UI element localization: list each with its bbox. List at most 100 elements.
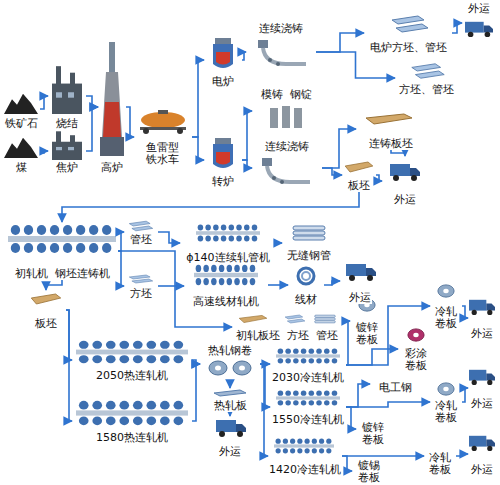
process-node: 焦炉 [48, 128, 86, 174]
node-label: 方坯 [129, 287, 153, 300]
process-node: 1580热连轧机 [72, 398, 192, 444]
node-label: 电炉方坯、管坯 [369, 41, 448, 54]
flow-arrow [158, 285, 184, 287]
flow-arrow [126, 107, 134, 137]
node-label: 电工钢 [378, 381, 413, 394]
flow-arrow [342, 456, 352, 471]
truck-icon [469, 436, 495, 451]
billet-icon [129, 221, 152, 231]
coil-icon [438, 285, 454, 297]
node-label: 2050热连轧机 [95, 369, 169, 382]
process-node: 煤 [2, 132, 40, 174]
flow-arrow [192, 60, 204, 137]
slab-icon [31, 294, 60, 304]
truck-icon [346, 264, 376, 281]
process-node: 初轧板坯方坯管坯 [232, 312, 342, 342]
process-node: 转炉 [204, 132, 242, 188]
process-node: 1420冷连轧机 [268, 436, 342, 476]
process-node: 热轧钢卷 [200, 344, 260, 384]
truck-icon [216, 420, 246, 437]
process-node: 冷轧卷板 [430, 282, 462, 330]
continuous-caster [258, 40, 306, 66]
flow-arrow [316, 33, 364, 52]
node-label: 热轧板 [213, 399, 248, 412]
process-node: 1550冷连轧机 [270, 388, 346, 426]
blast-furnace [100, 42, 124, 156]
flow-arrow [242, 160, 252, 168]
process-node: 鱼雷型铁水车 [134, 108, 192, 166]
process-node: 方坯、管坯 [395, 60, 457, 96]
pipe-mill [196, 225, 260, 242]
pipe-icon [315, 315, 336, 323]
flow-arrow [260, 364, 268, 456]
process-node: 外运 [382, 156, 428, 206]
node-label: 连续浇铸 [258, 22, 304, 35]
flow-arrow [462, 388, 468, 402]
node-label: 外运 [469, 464, 494, 476]
coil-icon [209, 361, 227, 375]
node-label: 初轧机 [14, 267, 49, 280]
flow-arrow [268, 284, 288, 286]
flow-arrow [242, 111, 252, 160]
node-label: 高速线材轧机 [192, 295, 260, 308]
process-node: 高速线材轧机 [184, 262, 268, 308]
flow-arrow [66, 310, 72, 421]
node-label: 钢锭 [289, 88, 313, 101]
flow-arrow [158, 232, 180, 243]
process-node: 冷轧卷板 [424, 436, 456, 476]
cold-mill [276, 391, 340, 406]
continuous-caster [262, 158, 310, 184]
node-label: 铁矿石 [4, 117, 39, 130]
rolling-mill [8, 225, 116, 253]
node-label: 方坯、管坯 [398, 83, 455, 96]
truck-icon [469, 300, 495, 315]
process-node: 外运 [468, 432, 496, 476]
coke-oven [52, 131, 82, 160]
flow-arrow [40, 151, 48, 153]
node-label: 管坯 [315, 329, 339, 342]
flow-arrow [462, 306, 468, 318]
process-node: 彩涂卷板 [398, 326, 434, 372]
process-node: 镀锌卷板 [350, 296, 384, 346]
sinter-plant [52, 66, 82, 114]
flow-arrow [192, 364, 200, 421]
coal-pile [4, 138, 38, 158]
node-label: 烧结 [55, 117, 79, 130]
flow-arrow [346, 402, 430, 407]
flow-arrow [316, 52, 395, 78]
process-node: 电工钢 [370, 374, 420, 394]
node-label: 1420冷连轧机 [268, 463, 342, 476]
wire-coil [298, 268, 314, 284]
flow-arrow [322, 129, 356, 168]
flow-arrow [346, 349, 398, 365]
process-node: 连铸板坯 [356, 108, 426, 150]
slab-icon [345, 162, 373, 172]
converter [213, 138, 233, 168]
node-label: 焦炉 [55, 161, 79, 174]
flow-arrow [40, 96, 48, 109]
node-label: 1580热连轧机 [95, 431, 169, 444]
flow-arrow [376, 175, 382, 181]
process-node: 无缝钢管 [282, 222, 336, 262]
node-label: 板坯 [347, 179, 371, 192]
wire-mill [194, 265, 258, 286]
node-label: 外运 [393, 193, 417, 206]
node-label: 电炉 [211, 75, 235, 88]
process-node: 镀锡卷板 [352, 458, 386, 484]
pipe-icon [293, 226, 325, 240]
flow-arrow [192, 137, 204, 160]
node-label: 转炉 [211, 175, 235, 188]
flow-arrow [276, 242, 282, 244]
iron-ore-pile [4, 94, 38, 114]
node-label: 热轧钢卷 [207, 344, 253, 357]
flow-arrow [346, 321, 350, 365]
hot-strip-mill [76, 341, 188, 363]
coil-icon [408, 329, 424, 341]
process-node: 外运 [468, 296, 496, 340]
process-node: 模铸钢锭 [252, 88, 320, 134]
process-node: 镀锌卷板 [356, 412, 390, 446]
truck-icon [465, 22, 493, 37]
node-label: 管坯 [129, 233, 153, 246]
